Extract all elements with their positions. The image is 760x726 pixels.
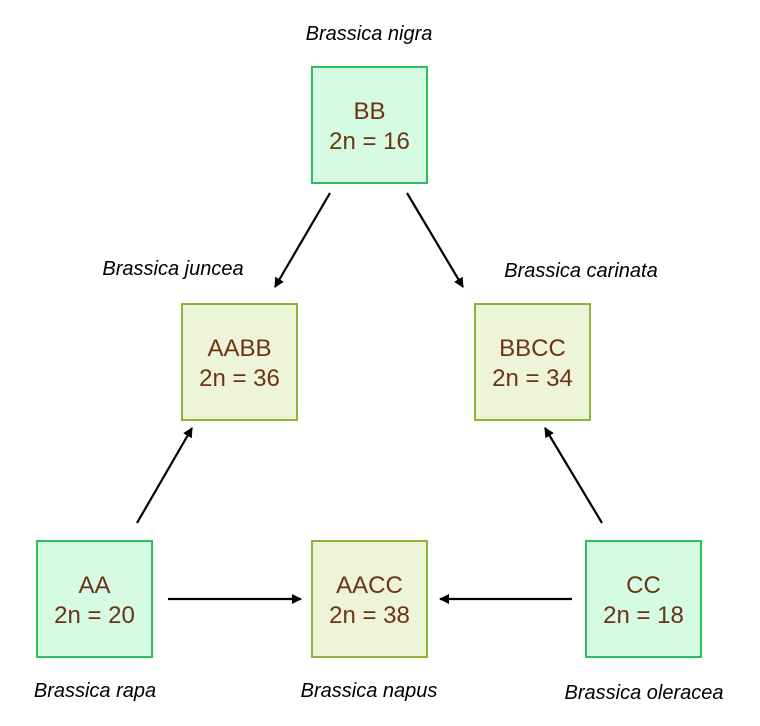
arrow-nigra-to-juncea [274,192,331,288]
species-name: Brassica juncea [102,258,243,280]
genome-label: CC [626,572,661,599]
genome-label: AA [78,572,110,599]
node-oleracea: CC 2n = 18 Brassica oleracea [565,540,724,704]
chromosome-count: 2n = 36 [199,365,280,392]
arrow-nigra-to-carinata [406,192,464,288]
species-name: Brassica nigra [306,23,433,45]
genome-box [585,540,702,658]
node-juncea: AABB 2n = 36 Brassica juncea [102,258,298,421]
genome-label: BB [353,98,385,125]
species-name: Brassica oleracea [565,682,724,704]
genome-box [474,303,591,421]
genome-box [311,540,428,658]
species-name: Brassica napus [301,680,438,702]
node-napus: AACC 2n = 38 Brassica napus [301,540,438,702]
species-name: Brassica carinata [504,260,657,282]
genome-label: AACC [336,572,403,599]
arrow-rapa-to-juncea [136,427,193,524]
genome-label: AABB [207,335,271,362]
genome-box [36,540,153,658]
genome-box [311,66,428,184]
genome-box [181,303,298,421]
arrow-oleracea-to-carinata [544,427,603,524]
node-rapa: AA 2n = 20 Brassica rapa [34,540,156,702]
chromosome-count: 2n = 38 [329,602,410,629]
node-carinata: BBCC 2n = 34 Brassica carinata [474,260,658,421]
species-name: Brassica rapa [34,680,156,702]
chromosome-count: 2n = 34 [492,365,573,392]
node-nigra: BB 2n = 16 Brassica nigra [306,23,433,184]
chromosome-count: 2n = 20 [54,602,135,629]
genome-label: BBCC [499,335,566,362]
chromosome-count: 2n = 16 [329,128,410,155]
chromosome-count: 2n = 18 [603,602,684,629]
